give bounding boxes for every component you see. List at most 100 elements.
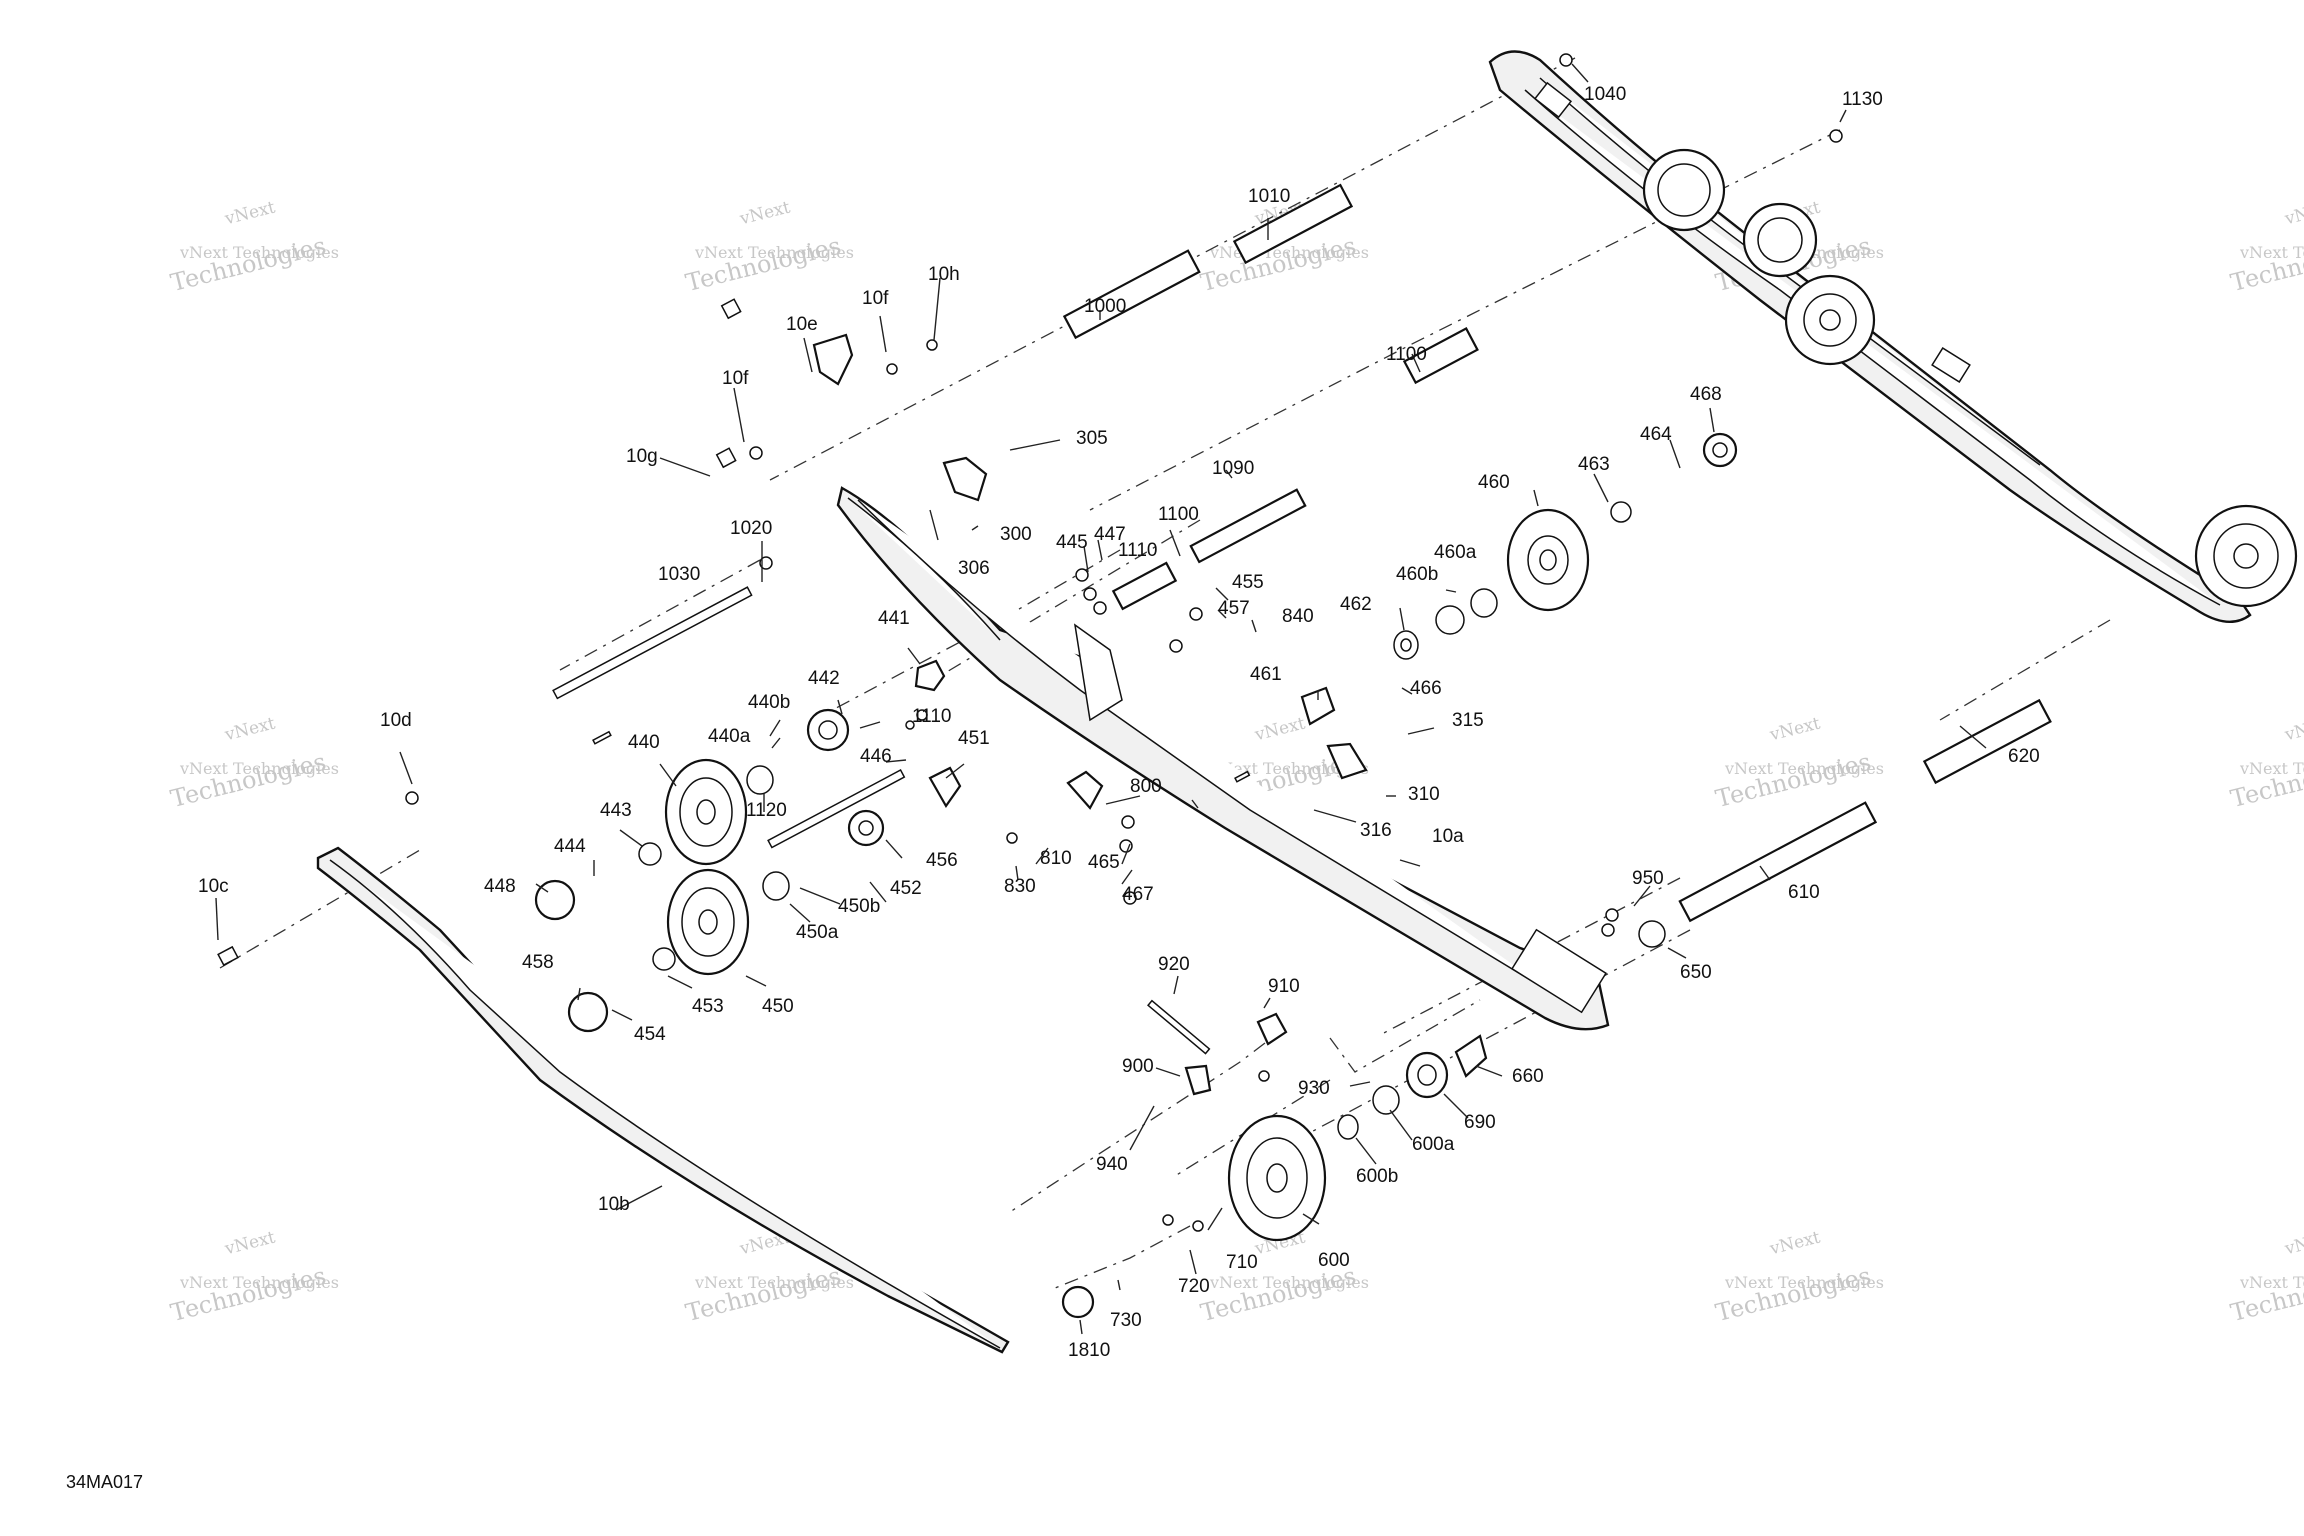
- svg-text:vNext: vNext: [222, 197, 277, 229]
- label-650: 650: [1680, 962, 1712, 983]
- label-453: 453: [692, 996, 724, 1017]
- label-440: 440: [628, 732, 660, 753]
- label-800: 800: [1130, 776, 1162, 797]
- svg-text:Technologies: Technologies: [168, 232, 329, 298]
- label-10h: 10h: [928, 264, 960, 285]
- svg-text:vNext Technologies: vNext Technologies: [179, 759, 339, 778]
- label-720: 720: [1178, 1276, 1210, 1297]
- slide-10b: [316, 846, 1010, 1354]
- label-447: 447: [1094, 524, 1126, 545]
- label-10g: 10g: [626, 446, 658, 467]
- label-450b: 450b: [838, 896, 880, 917]
- watermark: vNext vNext Technologies Technologies: [1713, 1227, 1884, 1327]
- svg-text:vNext Technologies: vNext Technologies: [179, 1273, 339, 1292]
- label-467: 467: [1122, 884, 1154, 905]
- label-1110: 1110: [1118, 540, 1157, 561]
- svg-text:Technologies: Technologies: [2228, 748, 2304, 814]
- part-labels: 1040 1130 1010 1000 1100 10h 10f 10e 10f…: [198, 84, 2040, 1361]
- label-468: 468: [1690, 384, 1722, 405]
- label-710: 710: [1226, 1252, 1258, 1273]
- label-620: 620: [2008, 746, 2040, 767]
- label-910: 910: [1268, 976, 1300, 997]
- label-10f-a: 10f: [862, 288, 889, 309]
- label-315: 315: [1452, 710, 1484, 731]
- svg-text:Technologies: Technologies: [1198, 1262, 1359, 1328]
- label-310: 310: [1408, 784, 1440, 805]
- label-930: 930: [1298, 1078, 1330, 1099]
- label-10e: 10e: [786, 314, 818, 335]
- label-451: 451: [958, 728, 990, 749]
- label-1120: 1120: [746, 800, 787, 821]
- svg-text:vNext: vNext: [737, 197, 792, 229]
- wheel-600: [1227, 1114, 1327, 1242]
- wheel-440: [664, 758, 748, 866]
- label-10d: 10d: [380, 710, 412, 731]
- label-440b: 440b: [748, 692, 790, 713]
- label-445: 445: [1056, 532, 1088, 553]
- label-600: 600: [1318, 1250, 1350, 1271]
- label-1100: 1100: [1386, 344, 1427, 365]
- label-306: 306: [958, 558, 990, 579]
- label-1010: 1010: [1248, 186, 1290, 207]
- label-10b: 10b: [598, 1194, 630, 1215]
- drawing-reference-code: 34MA017: [66, 1472, 144, 1492]
- svg-text:vNext Technologies: vNext Technologies: [179, 243, 339, 262]
- svg-text:vNext Technologies: vNext Technologies: [694, 1273, 854, 1292]
- svg-text:Technologies: Technologies: [683, 1262, 844, 1328]
- watermark: vNext vNext Technologies Technologies: [168, 197, 339, 297]
- svg-text:vNext Technologies: vNext Technologies: [1724, 759, 1884, 778]
- label-441: 441: [878, 608, 910, 629]
- label-456: 456: [926, 850, 958, 871]
- label-1020: 1020: [730, 518, 772, 539]
- label-454: 454: [634, 1024, 666, 1045]
- label-900: 900: [1122, 1056, 1154, 1077]
- label-442: 442: [808, 668, 840, 689]
- label-830: 830: [1004, 876, 1036, 897]
- svg-text:vNext: vNext: [1767, 1227, 1822, 1259]
- svg-text:Technologies: Technologies: [683, 232, 844, 298]
- label-690: 690: [1464, 1112, 1496, 1133]
- watermark: vNext vNext Technologies Technologies: [2228, 197, 2304, 297]
- label-463: 463: [1578, 454, 1610, 475]
- label-10f-b: 10f: [722, 368, 749, 389]
- label-460: 460: [1478, 472, 1510, 493]
- label-457: 457: [1218, 598, 1250, 619]
- svg-text:Technologies: Technologies: [2228, 1262, 2304, 1328]
- svg-text:vNext Technologies: vNext Technologies: [2239, 243, 2304, 262]
- label-458: 458: [522, 952, 554, 973]
- label-452: 452: [890, 878, 922, 899]
- hardware: [217, 53, 1843, 1232]
- watermark: vNext vNext Technologies Technologies: [1198, 197, 1369, 297]
- leader-lines: [215, 63, 1987, 1335]
- svg-text:vNext: vNext: [2282, 1227, 2304, 1259]
- label-940: 940: [1096, 1154, 1128, 1175]
- label-465: 465: [1088, 852, 1120, 873]
- svg-text:vNext Technologies: vNext Technologies: [694, 243, 854, 262]
- label-448: 448: [484, 876, 516, 897]
- right-slide-rail: [1488, 50, 2298, 623]
- watermark: vNext vNext Technologies Technologies: [2228, 713, 2304, 813]
- left-slide-rail: [836, 486, 1610, 1031]
- label-1000: 1000: [1084, 296, 1126, 317]
- label-300: 300: [1000, 524, 1032, 545]
- svg-text:Technologies: Technologies: [2228, 232, 2304, 298]
- label-450a: 450a: [796, 922, 839, 943]
- label-455: 455: [1232, 572, 1264, 593]
- label-444: 444: [554, 836, 586, 857]
- watermark: vNext vNext Technologies Technologies: [1198, 1227, 1369, 1327]
- label-950: 950: [1632, 868, 1664, 889]
- svg-text:vNext: vNext: [222, 1227, 277, 1259]
- label-460b: 460b: [1396, 564, 1438, 585]
- label-1030: 1030: [658, 564, 700, 585]
- label-1100-b: 1100: [1158, 504, 1199, 525]
- label-10c: 10c: [198, 876, 229, 897]
- wheel-450: [666, 868, 750, 976]
- svg-text:Technologies: Technologies: [168, 748, 329, 814]
- label-1090: 1090: [1212, 458, 1254, 479]
- label-920: 920: [1158, 954, 1190, 975]
- label-443: 443: [600, 800, 632, 821]
- watermark: vNext vNext Technologies Technologies: [168, 1227, 339, 1327]
- label-810: 810: [1040, 848, 1072, 869]
- label-840: 840: [1282, 606, 1314, 627]
